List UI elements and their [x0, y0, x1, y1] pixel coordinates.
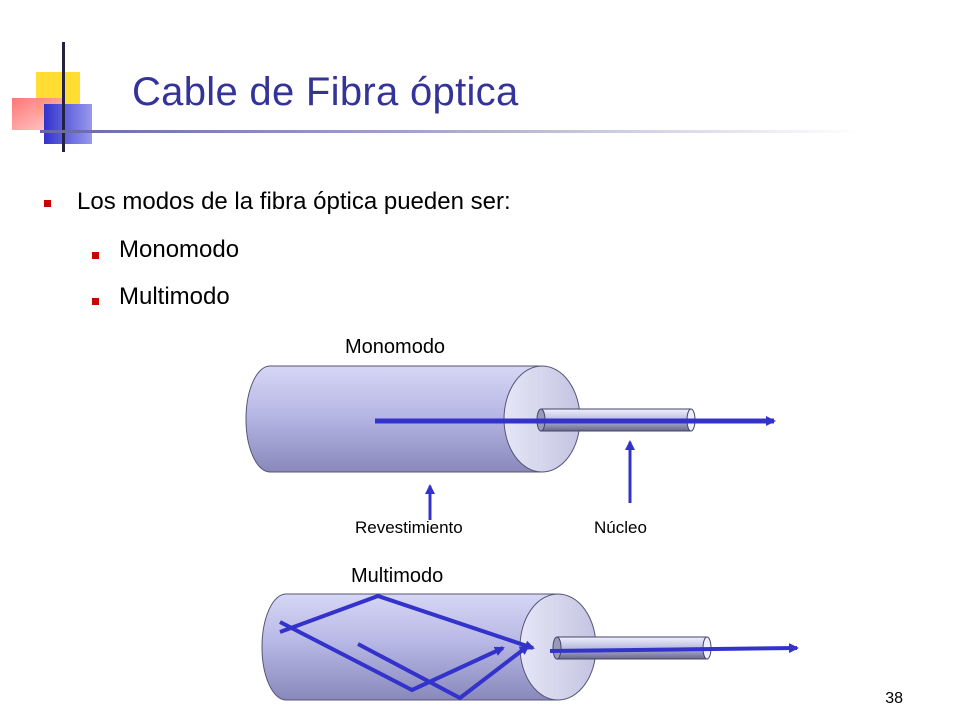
multimode-ray-1 [279, 620, 505, 693]
multimode-cladding-cylinder [261, 593, 597, 701]
title-rule [40, 130, 860, 133]
multimode-core [552, 636, 712, 660]
multimode-ray-2 [279, 593, 535, 651]
logo-vertical-line [62, 42, 65, 152]
monomode-label: Monomodo [345, 336, 446, 358]
core-label: Núcleo [594, 518, 647, 537]
bullet-marker [44, 200, 51, 207]
bullet-marker [92, 252, 99, 259]
corner-logo [12, 42, 860, 152]
cladding-label: Revestimiento [355, 518, 463, 537]
page-title: Cable de Fibra óptica [132, 70, 519, 114]
bullet-item: Monomodo [119, 236, 240, 263]
logo-blue-square [44, 104, 92, 144]
multimode-exit-ray [549, 643, 799, 654]
multimode-ray-3 [357, 642, 530, 701]
bullet-item: Los modos de la fibra óptica pueden ser: [77, 188, 511, 215]
bullet-item: Multimodo [119, 283, 230, 310]
bullet-marker [92, 298, 99, 305]
multimode-label: Multimodo [351, 565, 444, 587]
page-number: 38 [885, 690, 903, 707]
